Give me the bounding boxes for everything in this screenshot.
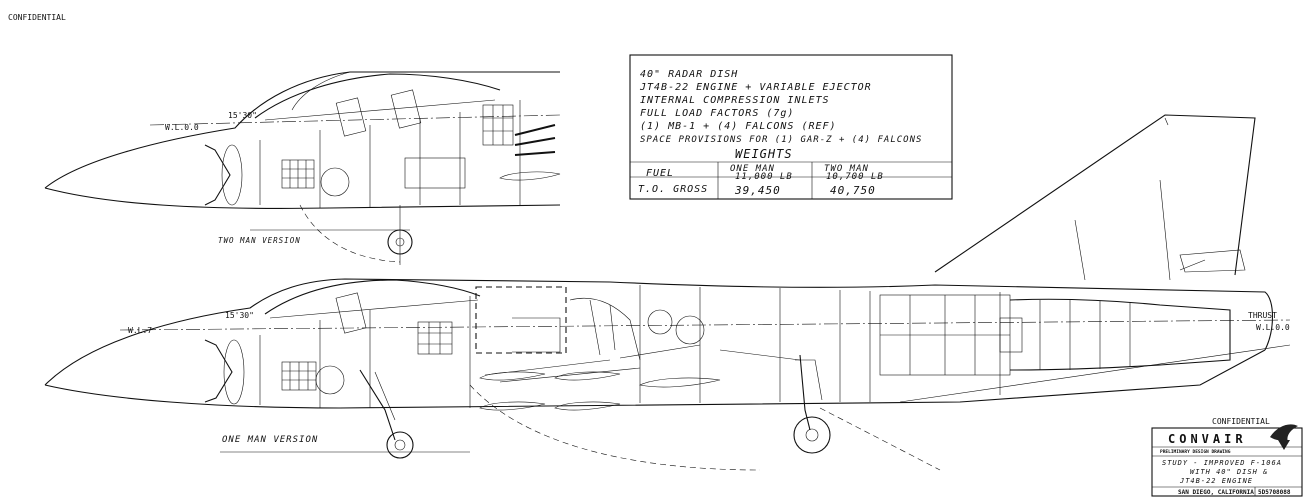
weights-fuel-two-man: 10,700 LB bbox=[826, 172, 884, 182]
classification-top: CONFIDENTIAL bbox=[8, 13, 66, 22]
drawing-number: 5D5708088 bbox=[1258, 489, 1291, 496]
weights-col-one-man: ONE MAN bbox=[730, 164, 775, 174]
weights-gross-two-man: 40,750 bbox=[830, 184, 876, 197]
convair-emblem bbox=[1270, 424, 1298, 450]
bottom-wl00-label: W.L.0.0 bbox=[1256, 323, 1290, 332]
top-angle-label: 15'30" bbox=[228, 111, 257, 120]
title-line-3: JT4B-22 ENGINE bbox=[1179, 477, 1253, 485]
title-line-2: WITH 40" DISH & bbox=[1190, 468, 1268, 476]
company-name: CONVAIR bbox=[1168, 432, 1247, 446]
drawing-type: PRELIMINARY DESIGN DRAWING bbox=[1160, 449, 1231, 455]
main-landing-gear bbox=[793, 354, 831, 454]
note-line-1: 40" RADAR DISH bbox=[640, 69, 738, 80]
bottom-angle-label: 15'30" bbox=[225, 311, 254, 320]
note-line-6: SPACE PROVISIONS FOR (1) GAR-Z + (4) FAL… bbox=[640, 135, 922, 145]
weights-fuel-one-man: 11,000 LB bbox=[735, 172, 793, 182]
note-line-5: (1) MB-1 + (4) FALCONS (REF) bbox=[640, 121, 837, 132]
weights-row-fuel-label: FUEL bbox=[646, 168, 674, 179]
weights-title: WEIGHTS bbox=[735, 147, 793, 161]
title-block: CONFIDENTIAL CONVAIR PRELIMINARY DESIGN … bbox=[1151, 417, 1303, 497]
title-block-border bbox=[1151, 427, 1303, 497]
classification-bottom: CONFIDENTIAL bbox=[1212, 417, 1270, 426]
two-man-version-label: TWO MAN VERSION bbox=[218, 236, 301, 245]
weights-col-two-man: TWO MAN bbox=[824, 164, 869, 174]
one-man-aircraft: W.L.7 15'30" THRUST W.L.0.0 bbox=[44, 278, 1291, 471]
thrust-label: THRUST bbox=[1248, 311, 1277, 320]
one-man-version-label: ONE MAN VERSION bbox=[222, 435, 318, 445]
division-location: SAN DIEGO, CALIFORNIA bbox=[1178, 489, 1254, 496]
note-line-3: INTERNAL COMPRESSION INLETS bbox=[640, 95, 830, 106]
nose-landing-gear bbox=[359, 369, 414, 459]
vertical-tail bbox=[934, 114, 1256, 281]
weights-row-gross-label: T.O. GROSS bbox=[638, 184, 708, 195]
note-line-2: JT4B-22 ENGINE + VARIABLE EJECTOR bbox=[639, 82, 872, 93]
two-man-forward-fuselage: W.L.0.0 15'30" TWO MAN VERSION bbox=[44, 71, 561, 265]
weights-gross-one-man: 39,450 bbox=[734, 184, 781, 197]
note-line-4: FULL LOAD FACTORS (7g) bbox=[640, 108, 794, 119]
notes-and-weights-panel: 40" RADAR DISH JT4B-22 ENGINE + VARIABLE… bbox=[629, 54, 953, 200]
bottom-wl-label: W.L.7 bbox=[128, 326, 152, 335]
top-wl-label: W.L.0.0 bbox=[165, 123, 199, 132]
title-line-1: STUDY - IMPROVED F-106A bbox=[1162, 459, 1282, 467]
